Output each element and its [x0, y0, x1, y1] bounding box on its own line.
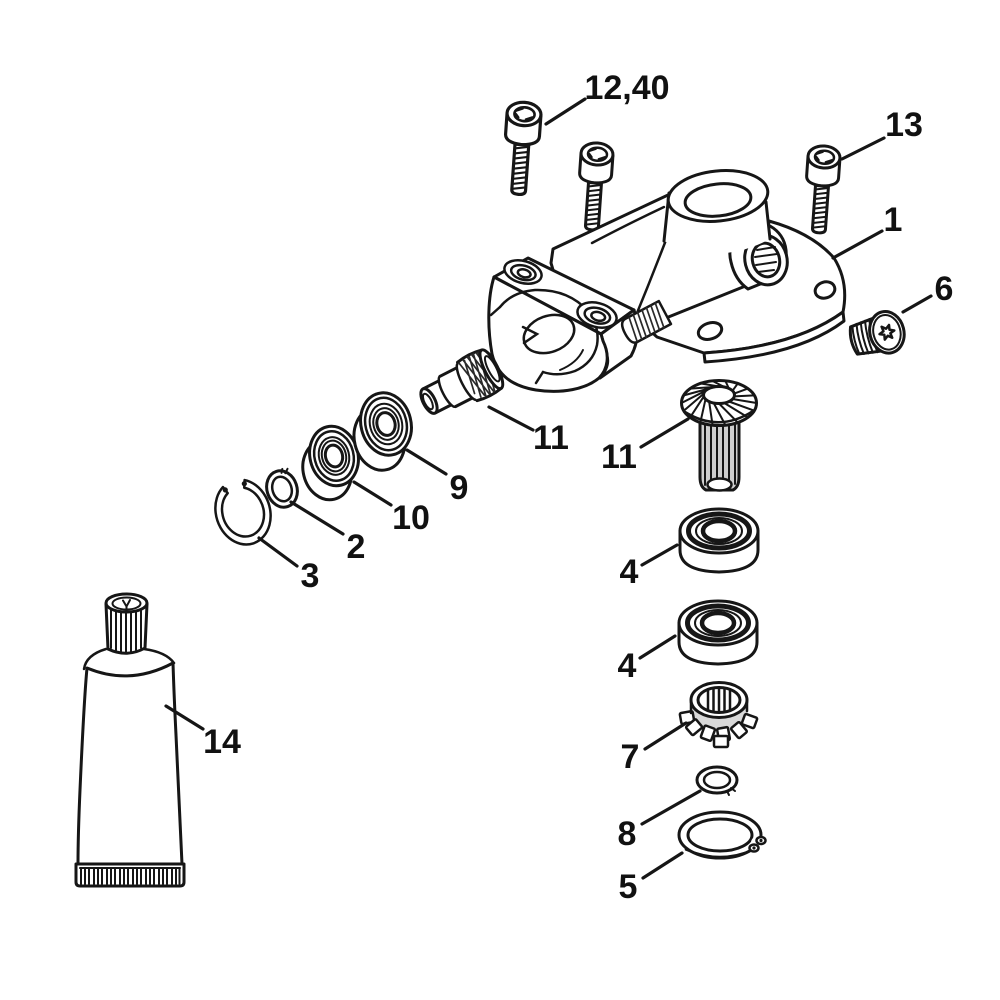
- splined-stub: [620, 299, 673, 344]
- label-4-upper: 4: [620, 553, 639, 591]
- bearing-4-upper: [678, 507, 760, 574]
- ring-8: [695, 765, 739, 796]
- bearing-9: [352, 391, 413, 472]
- screw-12-40-left: [499, 99, 544, 198]
- screw-13: [801, 143, 843, 236]
- grease-tube-14: [74, 592, 186, 888]
- label-8: 8: [618, 815, 637, 853]
- bearing-10: [301, 424, 360, 502]
- label-6: 6: [935, 270, 954, 308]
- label-11-right: 11: [601, 438, 637, 476]
- leader-9: [405, 448, 448, 476]
- label-12-40: 12,40: [584, 69, 669, 107]
- screw-plug: [848, 309, 906, 356]
- label-10: 10: [392, 499, 430, 537]
- leader-6: [901, 294, 933, 314]
- leader-13: [840, 136, 886, 161]
- label-5: 5: [619, 868, 638, 906]
- leader-10: [352, 480, 393, 507]
- label-1: 1: [884, 201, 903, 239]
- leader-1: [831, 229, 884, 260]
- snap-ring-3: [214, 478, 272, 546]
- leader-5: [641, 851, 684, 880]
- label-13: 13: [885, 106, 923, 144]
- label-2: 2: [347, 528, 366, 566]
- bevel-gear-11: [680, 379, 758, 492]
- leader-8: [640, 789, 702, 826]
- snap-ring-5: [677, 810, 767, 860]
- label-7: 7: [621, 738, 640, 776]
- label-4-lower: 4: [618, 647, 637, 685]
- leader-7: [643, 721, 688, 751]
- label-9: 9: [450, 469, 469, 507]
- splined-gear-7: [678, 681, 759, 749]
- leader-4-upper: [640, 543, 679, 567]
- bearing-4-lower: [677, 599, 759, 666]
- label-14: 14: [203, 723, 241, 761]
- part-labels: 12,40 13 1 6 11 9 10 2 3 11 4 4 7 8 5 14: [203, 69, 953, 906]
- washer-2: [265, 467, 299, 509]
- gear-head-housing: [487, 169, 847, 393]
- screw-12-40-right: [574, 140, 616, 233]
- leader-12-40: [544, 97, 587, 126]
- leader-14: [164, 704, 205, 731]
- leader-11-left: [487, 405, 535, 432]
- leader-4-lower: [638, 634, 677, 660]
- leader-11-right: [639, 417, 690, 449]
- leader-lines: [164, 97, 933, 880]
- label-3: 3: [301, 557, 320, 595]
- leader-3: [257, 536, 299, 568]
- label-11-left: 11: [533, 419, 569, 457]
- leader-2: [289, 500, 345, 536]
- pinion-shaft-11: [419, 348, 505, 415]
